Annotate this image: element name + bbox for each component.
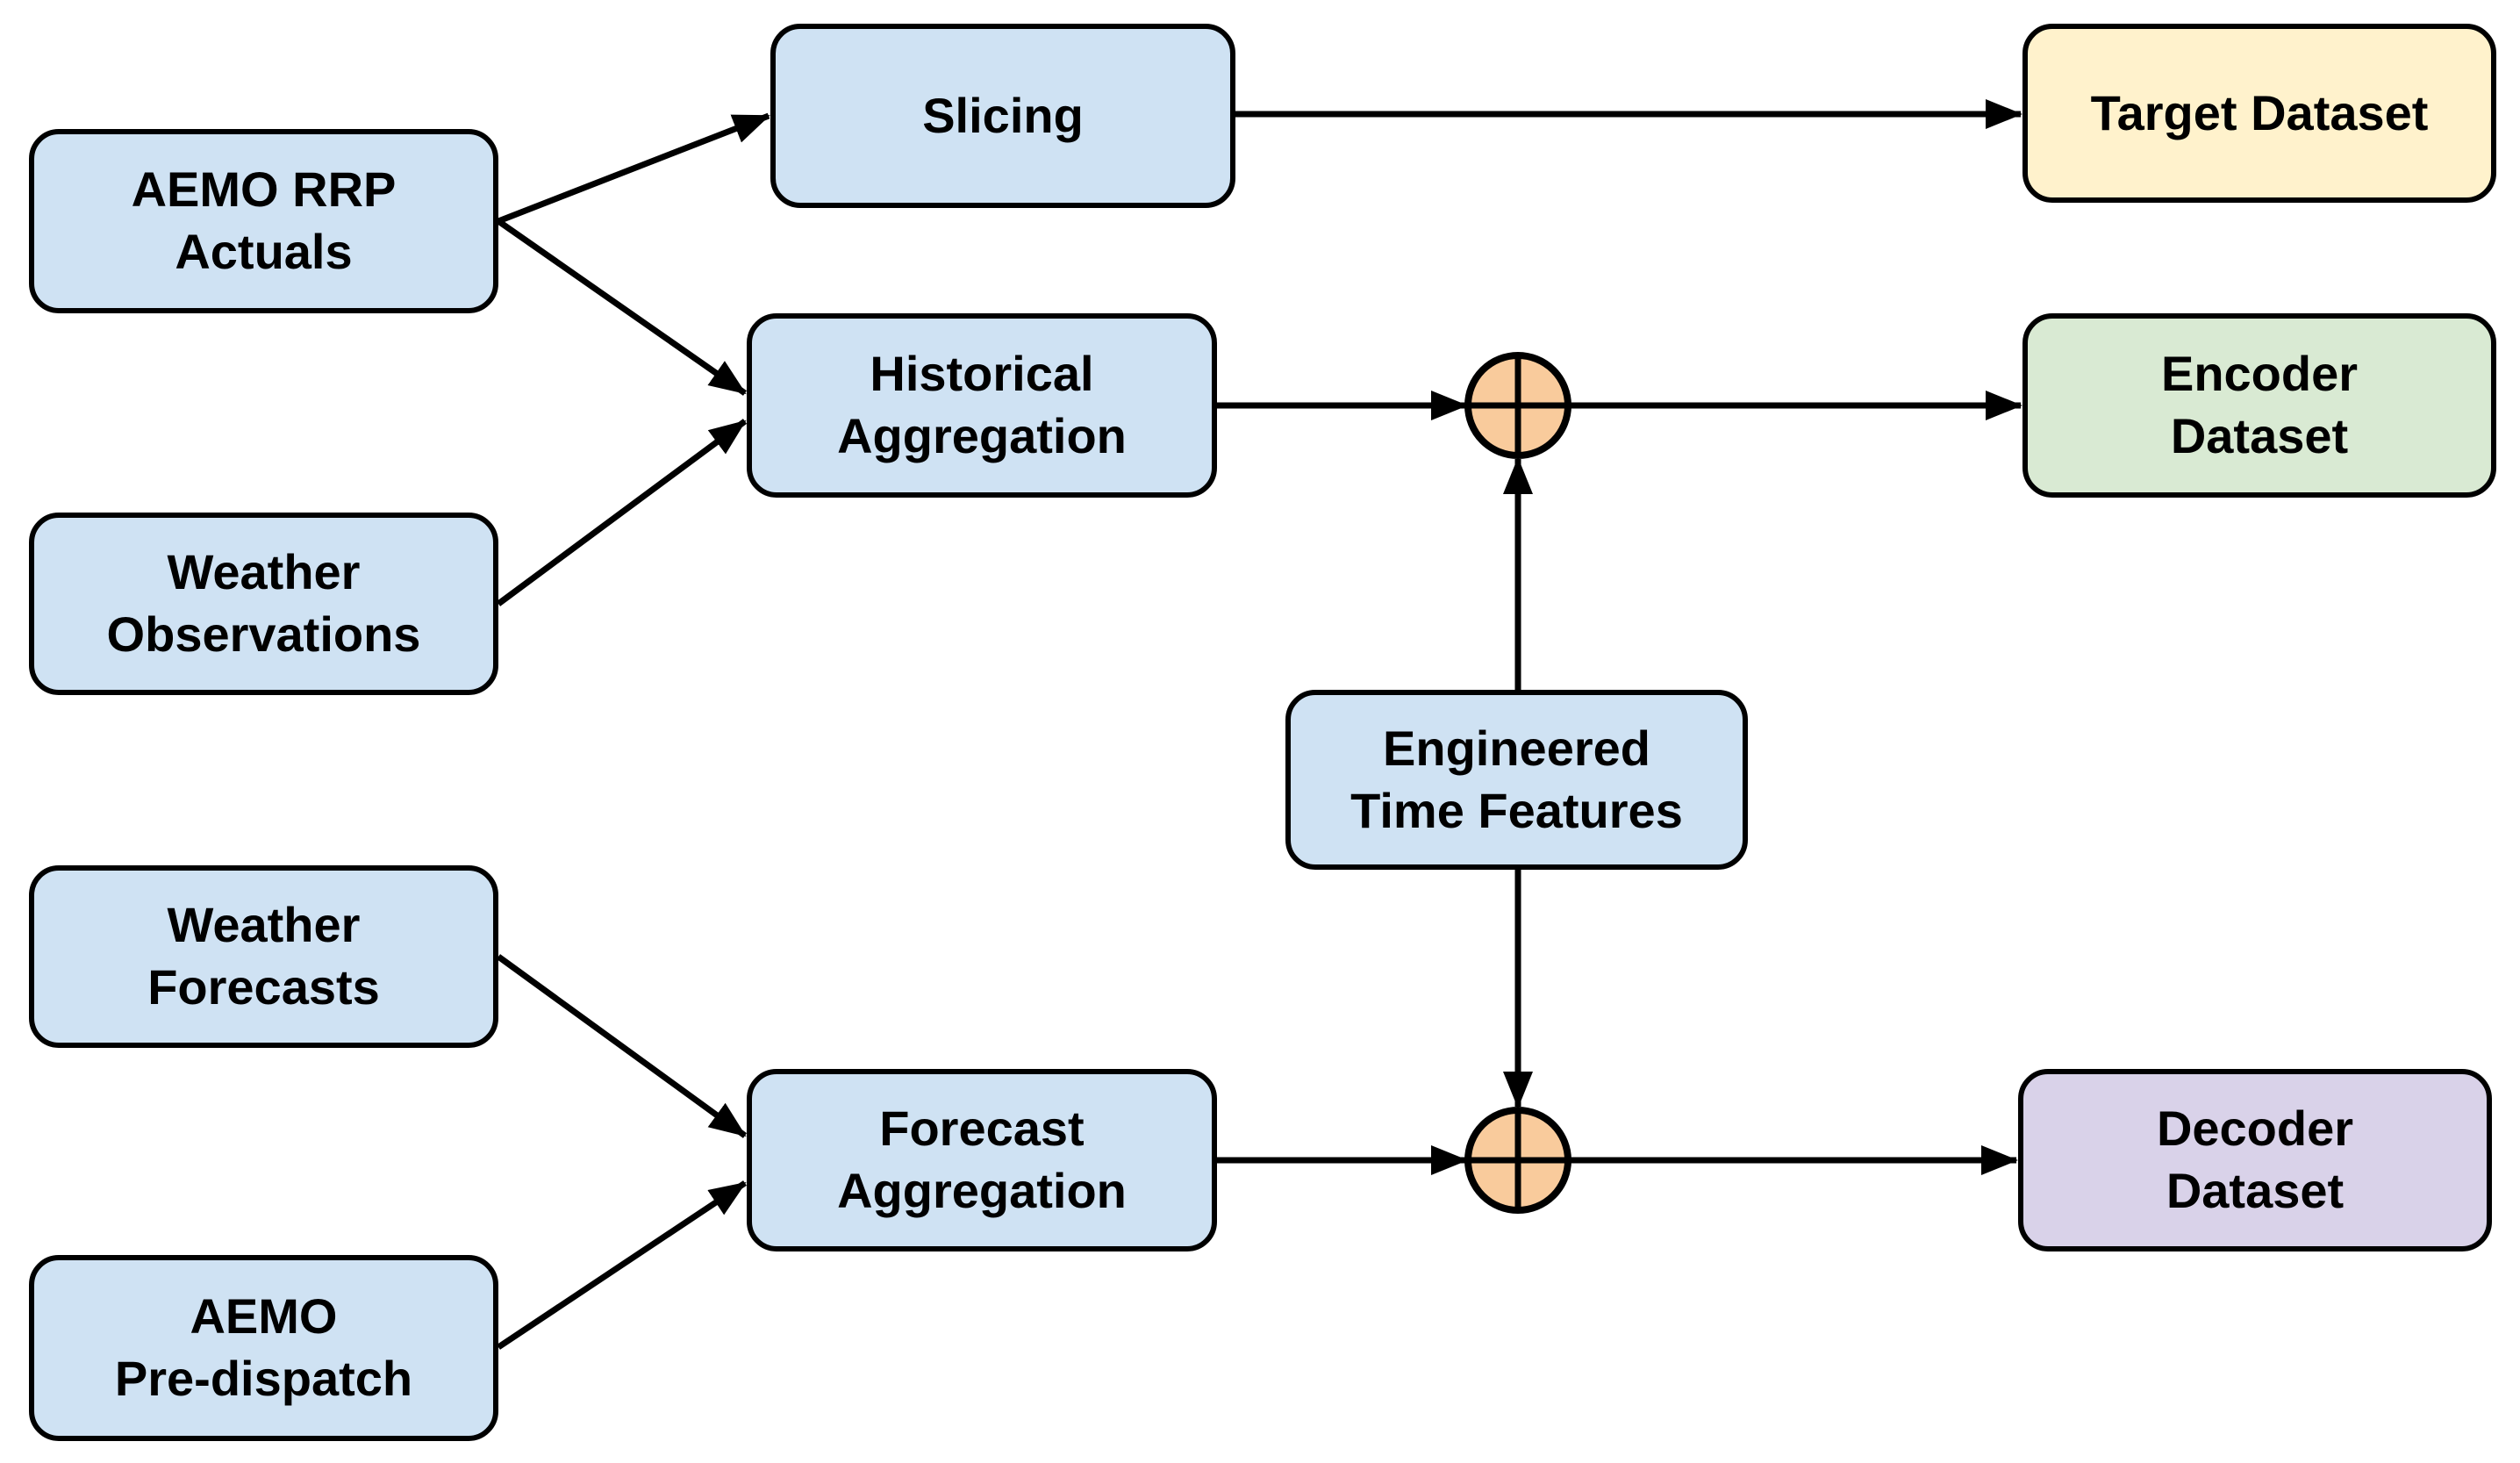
circled-plus-bottom-icon <box>1464 1107 1571 1214</box>
edge-aemo-rrp-to-historical-aggregation <box>496 219 748 396</box>
node-forecast-aggregation: Forecast Aggregation <box>747 1069 1217 1251</box>
node-encoder-dataset: Encoder Dataset <box>2022 313 2496 498</box>
node-aemo-rrp-actuals: AEMO RRP Actuals <box>29 129 498 313</box>
node-decoder-dataset: Decoder Dataset <box>2018 1069 2492 1251</box>
node-target-dataset: Target Dataset <box>2022 24 2496 203</box>
edge-aemo-rrp-to-slicing <box>497 112 770 225</box>
node-weather-forecasts: Weather Forecasts <box>29 865 498 1048</box>
node-slicing: Slicing <box>770 24 1235 208</box>
edge-aemo-pre-dispatch-to-forecast-aggregation <box>497 1180 747 1350</box>
node-engineered-time-features: Engineered Time Features <box>1285 690 1748 870</box>
edge-weather-forecasts-to-forecast-aggregation <box>496 954 748 1138</box>
node-historical-aggregation: Historical Aggregation <box>747 313 1217 498</box>
node-aemo-pre-dispatch: AEMO Pre-dispatch <box>29 1255 498 1441</box>
node-weather-observations: Weather Observations <box>29 513 498 695</box>
edge-weather-observations-to-historical-aggregation <box>496 419 748 606</box>
circled-plus-top-icon <box>1464 352 1571 459</box>
